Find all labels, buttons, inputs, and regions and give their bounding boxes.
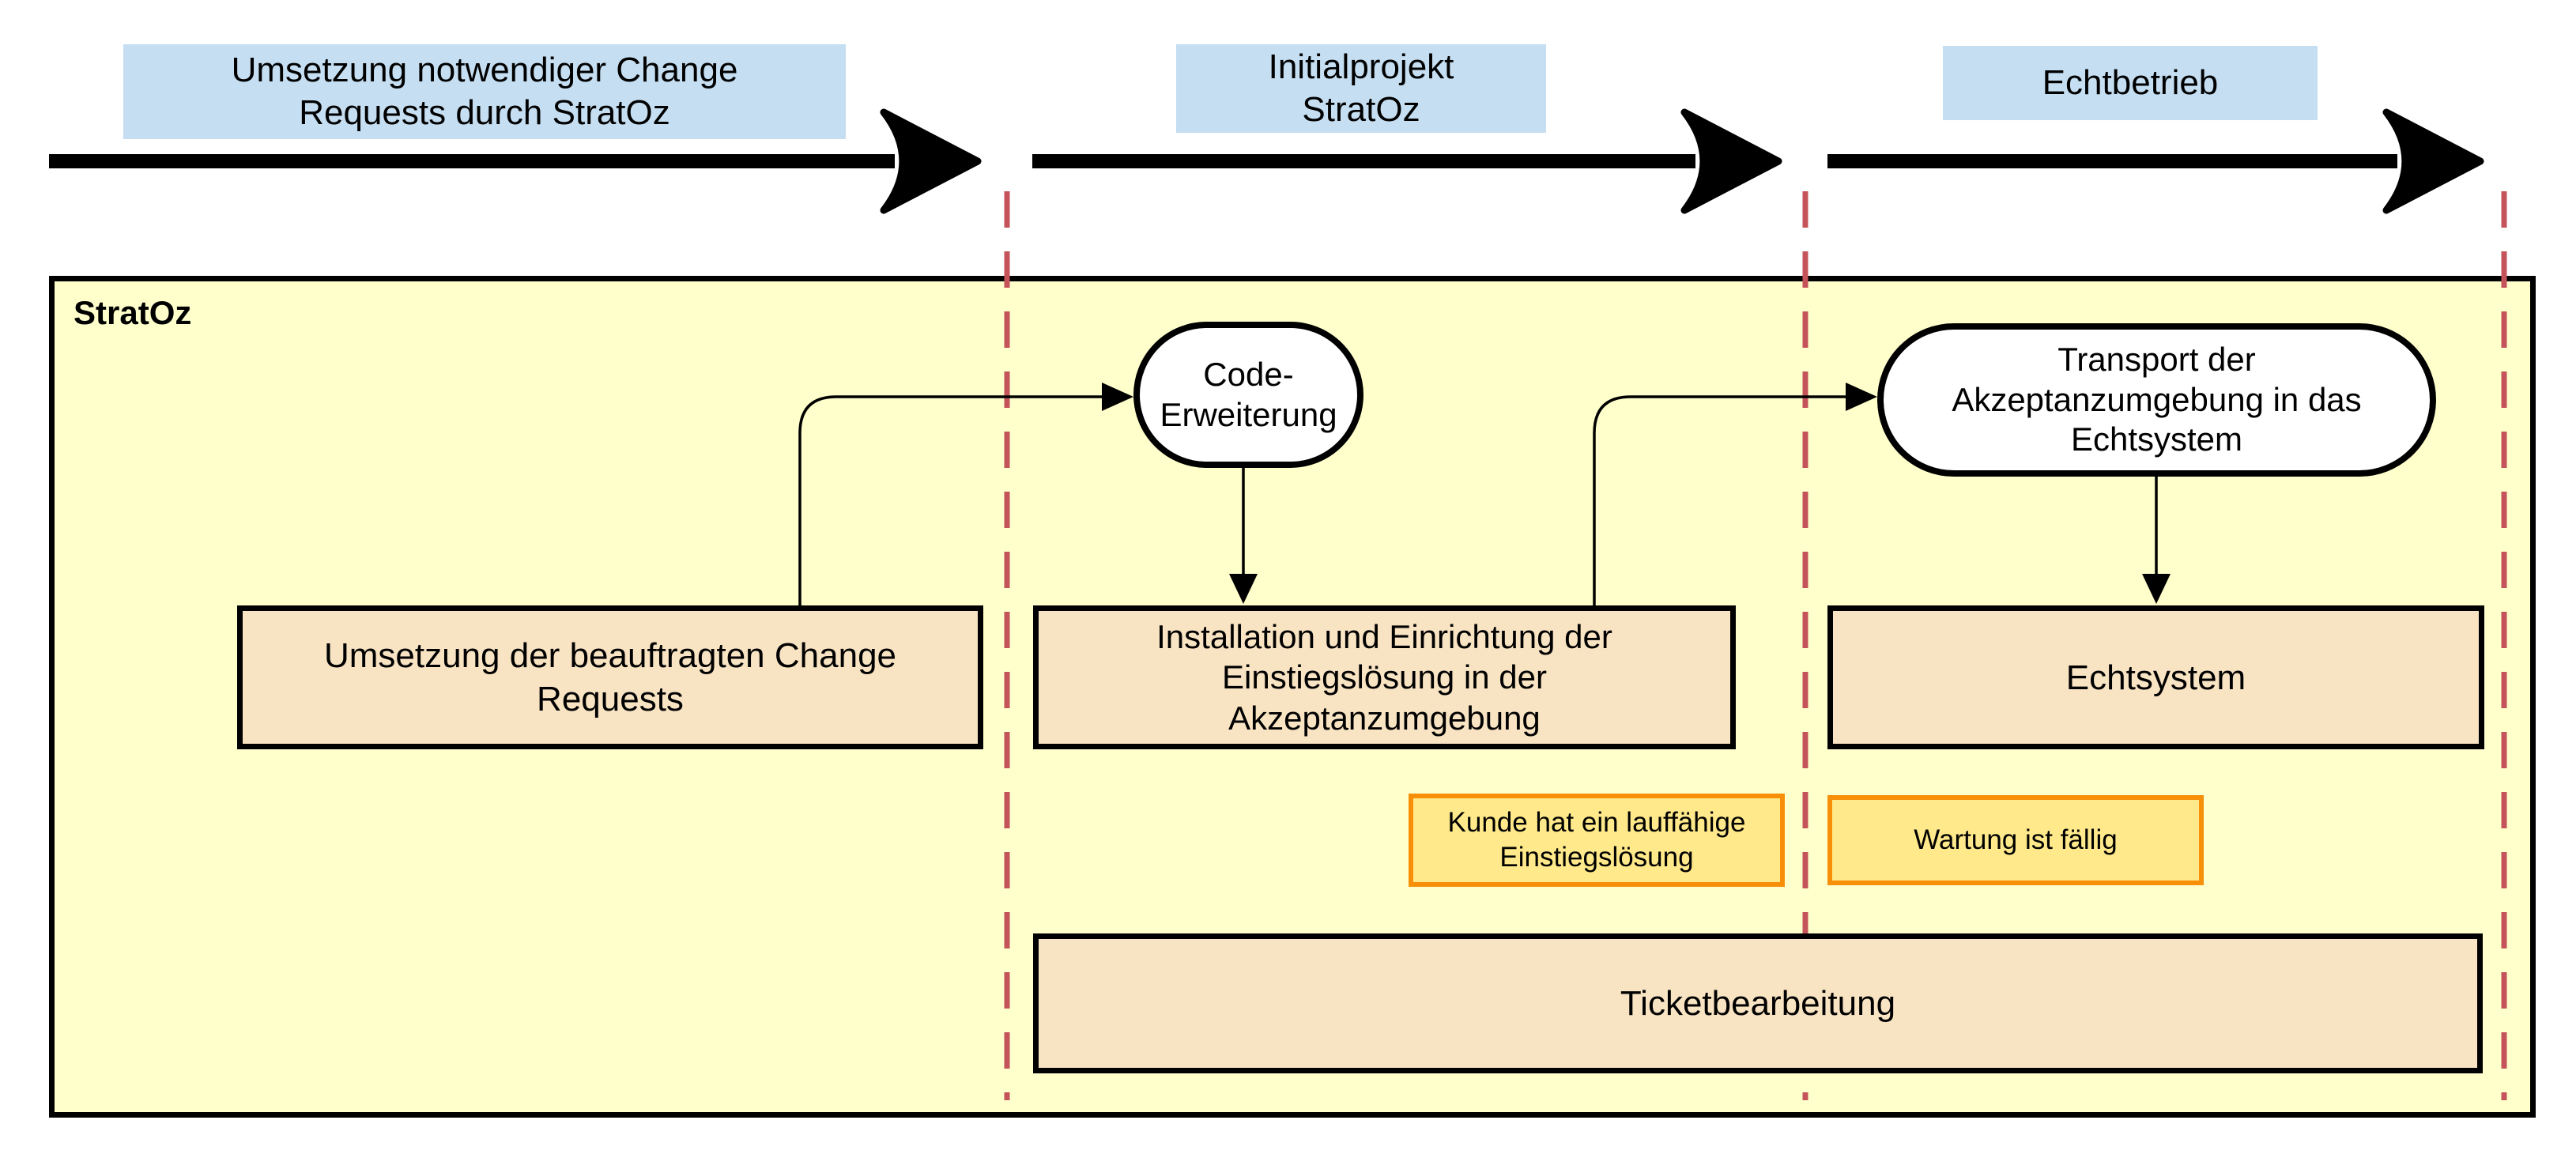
connector-installation-to-transport-arrowhead-icon <box>1846 383 1877 411</box>
connector-transport-to-echtsystem-arrowhead-icon <box>2142 574 2171 604</box>
connector-code-to-installation-arrowhead-icon <box>1229 574 1258 604</box>
phase-arrow-2-head-icon <box>1680 108 1782 214</box>
phase-label-3: Echtbetrieb <box>1943 46 2318 120</box>
phase-arrow-3-head-icon <box>2382 108 2484 214</box>
connector-umsetzung-to-code <box>798 395 1103 605</box>
task-echtsystem: Echtsystem <box>1827 605 2484 749</box>
phase-arrow-1-head-icon <box>880 108 982 214</box>
connector-umsetzung-to-code-arrowhead-icon <box>1102 383 1133 411</box>
lane-label: StratOz <box>74 294 192 331</box>
task-ticketbearbeitung: Ticketbearbeitung <box>1033 933 2483 1073</box>
event-wartung-faellig: Wartung ist fällig <box>1827 795 2204 885</box>
node-code-erweiterung: Code-Erweiterung <box>1133 322 1363 468</box>
connector-installation-to-transport <box>1593 395 1847 605</box>
